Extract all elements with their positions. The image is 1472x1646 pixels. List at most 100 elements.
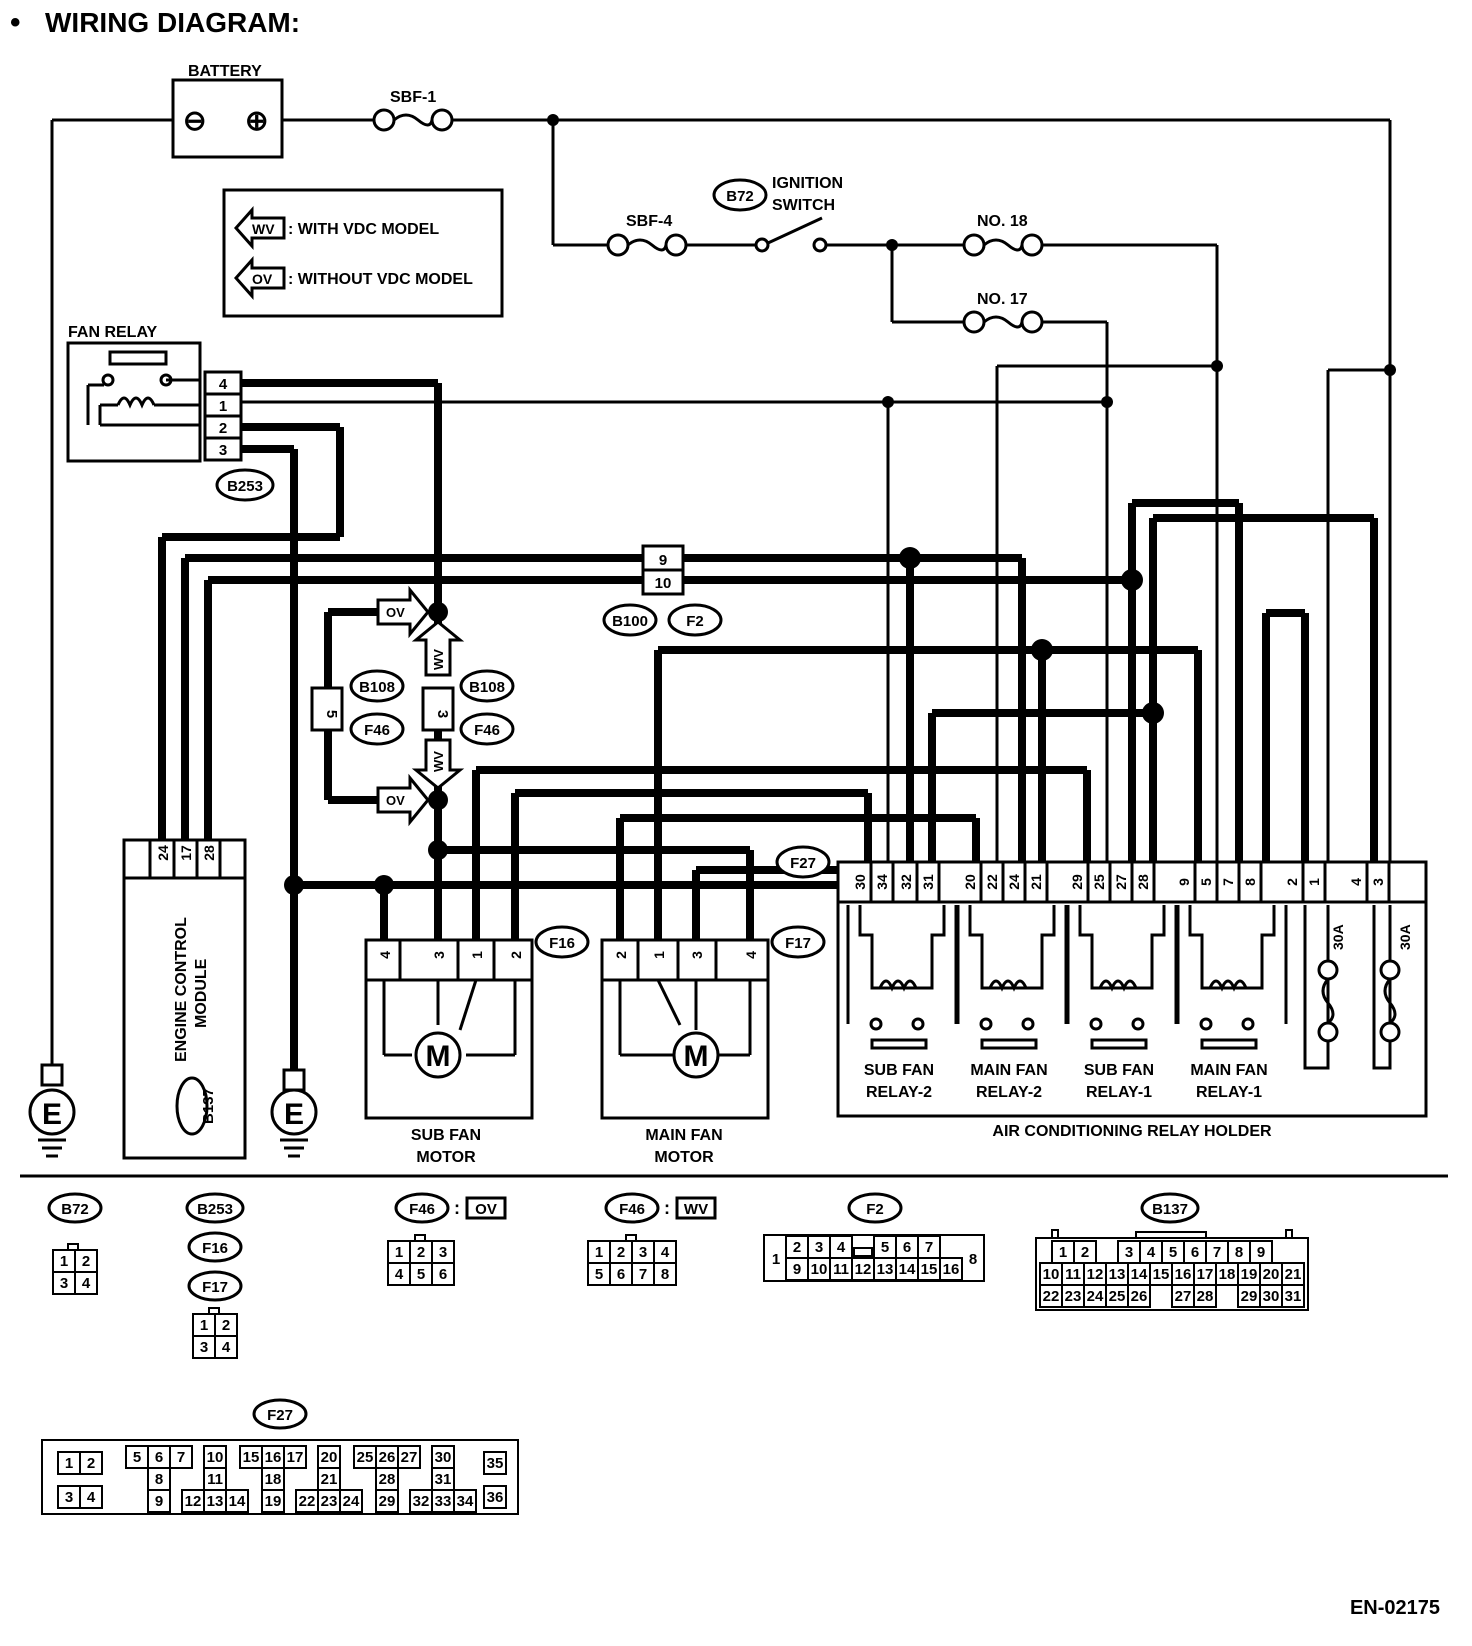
- sub-fan-pin: 1: [469, 951, 485, 959]
- face-b137-cell-label: 1: [1059, 1244, 1067, 1261]
- face-f2-oval: [847, 1192, 903, 1224]
- b137-connector-label: B137: [200, 1088, 217, 1124]
- face-f46wv-cell-label: 3: [639, 1244, 647, 1261]
- ecm-label-1: ENGINE CONTROL: [173, 917, 190, 1062]
- face-f46ov-label: F46: [409, 1201, 435, 1218]
- fan-relay-coil-icon: [86, 350, 200, 427]
- fuse-sbf4-label: SBF-4: [626, 213, 672, 230]
- face-b137-cell-label: 21: [1285, 1266, 1302, 1283]
- face-b137-cell-label: 9: [1257, 1244, 1265, 1261]
- face-f17-label: F17: [202, 1279, 228, 1296]
- face-f27-cell: [339, 1489, 363, 1513]
- face-f2-cell-label: 7: [925, 1239, 933, 1256]
- wv-arrow-icon: [233, 206, 286, 250]
- face-f2-cell-label: 5: [881, 1239, 889, 1256]
- face-b72-oval: [47, 1192, 103, 1224]
- face-f2-cell-label: 12: [855, 1261, 872, 1278]
- wv-arrow-top-label: WV: [431, 649, 446, 670]
- main-fan-motor-pins: [600, 938, 770, 982]
- face-b137-cell-label: 23: [1065, 1288, 1082, 1305]
- thick-wires: [158, 379, 1378, 1070]
- face-f27-cell-label: 5: [133, 1449, 141, 1466]
- face-f2-cell-label: 14: [899, 1261, 916, 1278]
- face-b253-cell: [214, 1335, 238, 1359]
- face-f2-cell-label: 4: [837, 1239, 846, 1256]
- face-b137-cell-label: 2: [1081, 1244, 1089, 1261]
- sub-fan-pin: 3: [431, 951, 447, 959]
- face-b72-cell-label: 3: [60, 1275, 68, 1292]
- legend-ov-tag: OV: [252, 271, 273, 287]
- main-fan-motor-icon: [618, 979, 752, 1079]
- ecm-label-2: MODULE: [193, 958, 210, 1028]
- face-f27-cell-label: 19: [265, 1493, 282, 1510]
- relay-holder-pin: 20: [962, 874, 978, 890]
- face-f27-cell: [79, 1485, 103, 1509]
- sub-fan-motor-pins: [364, 938, 534, 982]
- face-f27-cell-label: 4: [87, 1489, 96, 1506]
- face-b137-cell-label: 18: [1219, 1266, 1236, 1283]
- fan-relay-pin: 2: [219, 420, 227, 437]
- face-f46ov-cell-label: 6: [439, 1266, 447, 1283]
- face-b137-cell-label: 12: [1087, 1266, 1104, 1283]
- b108b-label: B108: [469, 679, 505, 696]
- relay-holder-pin: 3: [1370, 878, 1386, 886]
- face-b137-cell: [1193, 1284, 1217, 1308]
- face-f27-cell-label: 7: [177, 1449, 185, 1466]
- face-f27-cell-label: 25: [357, 1449, 374, 1466]
- relay-holder-pin: 5: [1198, 878, 1214, 886]
- face-f27-cell-label: 32: [413, 1493, 430, 1510]
- main-fan-relay-2-icon: [956, 905, 1068, 1050]
- sub-fan-relay-2-icon: [846, 905, 958, 1050]
- face-f17-oval: [187, 1270, 243, 1302]
- ecm-pin: 28: [201, 845, 217, 861]
- battery-box: [171, 78, 284, 159]
- fan-relay-pin: 3: [219, 442, 227, 459]
- sub-fan-relay-1-label-1: SUB FAN: [1084, 1062, 1154, 1079]
- face-b137-cell-label: 25: [1109, 1288, 1126, 1305]
- face-b137-cell-label: 30: [1263, 1288, 1280, 1305]
- face-b137-cell-label: 8: [1235, 1244, 1243, 1261]
- relay-holder-pin: 7: [1220, 878, 1236, 886]
- relay-holder-pin: 4: [1348, 878, 1364, 886]
- battery-label: BATTERY: [188, 63, 262, 80]
- face-f46ov-cell-label: 5: [417, 1266, 425, 1283]
- f17-connector-oval: [770, 925, 826, 959]
- face-b137-label: B137: [1152, 1201, 1188, 1218]
- fuse-30a-left-icon: [1303, 905, 1339, 1070]
- face-f27-cell: [397, 1445, 421, 1469]
- header-bullet: •: [10, 6, 21, 39]
- legend-box: [222, 188, 504, 318]
- figure-code: EN-02175: [1350, 1597, 1440, 1619]
- relay-holder-pin: 1: [1306, 878, 1322, 886]
- ignition-connector-b72: [712, 178, 768, 212]
- ground-right-label: E: [284, 1098, 304, 1131]
- face-f46wv-cell-label: 5: [595, 1266, 603, 1283]
- main-fan-relay-1-label-2: RELAY-1: [1196, 1084, 1262, 1101]
- face-f46wv-cell-label: 1: [595, 1244, 603, 1261]
- face-b137-cell-label: 17: [1197, 1266, 1214, 1283]
- face-f27-cell-label: 23: [321, 1493, 338, 1510]
- face-f46wv-cell-label: 8: [661, 1266, 669, 1283]
- ignition-label-2: SWITCH: [772, 197, 835, 214]
- ov-arrow-bottom-label: OV: [386, 793, 405, 808]
- face-f27-cell-label: 36: [487, 1489, 504, 1506]
- face-f27-cell-label: 9: [155, 1493, 163, 1510]
- face-f27-cell-label: 27: [401, 1449, 418, 1466]
- face-f46wv-tag: WV: [684, 1201, 708, 1218]
- ignition-connector-label: B72: [726, 188, 754, 205]
- face-f27-cell-label: 31: [435, 1471, 452, 1488]
- ov-arrow-icon: [233, 256, 286, 300]
- face-f46wv-cell-label: 6: [617, 1266, 625, 1283]
- main-fan-pin: 1: [651, 951, 667, 959]
- face-f27-cell-label: 35: [487, 1455, 504, 1472]
- face-f2-cell-label: 16: [943, 1261, 960, 1278]
- face-b253-cell-label: 2: [222, 1317, 230, 1334]
- main-fan-motor-label-1: MAIN FAN: [645, 1127, 722, 1144]
- fuse-30a-right-icon: [1372, 905, 1401, 1070]
